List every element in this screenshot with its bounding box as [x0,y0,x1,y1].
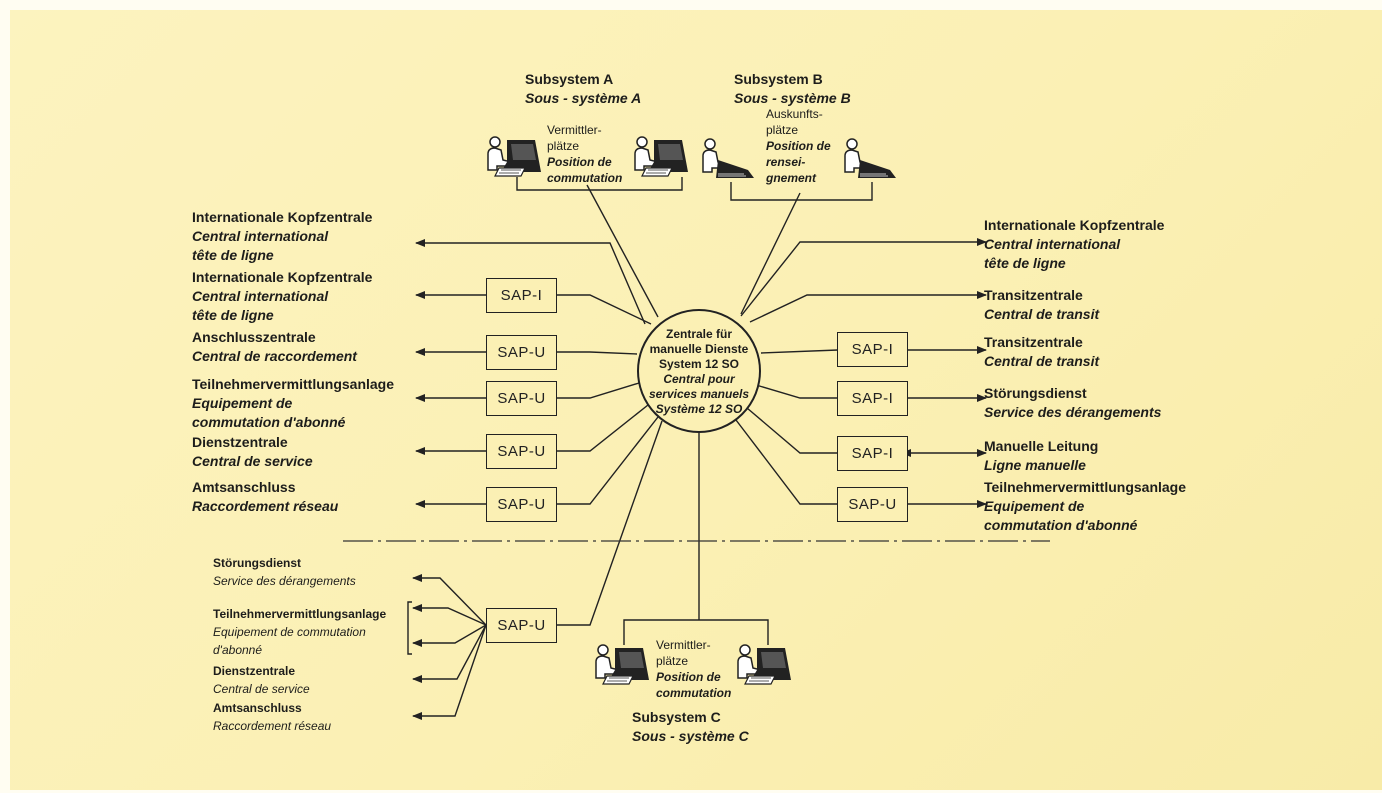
link-subsystem-b [740,192,801,315]
right-destination-6: Teilnehmervermittlungsanlage Equipement … [984,479,1187,533]
operator-terminal-icon [737,644,791,685]
hub-line-4: Central pour [663,372,735,386]
subsystem-a-positions-label: Vermittler- plätze Position de commutati… [547,123,623,185]
left-destination-3: Anschlusszentrale Central de raccordemen… [192,329,357,364]
left-destination-6: Amtsanschluss Raccordement réseau [192,479,339,514]
hub-line-3: System 12 SO [658,357,740,371]
subsystem-b-positions-label: Auskunfts- plätze Position de rensei- gn… [766,107,831,185]
diagram-page: Zentrale für manuelle Dienste System 12 … [10,10,1382,790]
subsystem-c-title: Subsystem C Sous - système C [632,709,749,744]
right-sap-box-4: SAP-U [837,487,908,522]
operator-terminal-icon [595,644,649,685]
hub-line-2: manuelle Dienste [649,342,749,356]
left-sap-box-5: SAP-U [486,487,557,522]
hub-line-1: Zentrale für [665,327,732,341]
left-sap-box-3: SAP-U [486,381,557,416]
right-destination-4: Störungsdienst Service des dérangements [984,385,1162,420]
information-terminal-icon [702,138,754,178]
left-sap-box-2: SAP-U [486,335,557,370]
left-destination-1: Internationale Kopfzentrale Central inte… [192,209,373,263]
left-destination-5: Dienstzentrale Central de service [192,434,313,469]
hub-label: Zentrale für manuelle Dienste System 12 … [627,327,771,417]
right-destination-5: Manuelle Leitung Ligne manuelle [984,438,1099,473]
hub-line-5: services manuels [648,387,750,401]
right-destination-3: Transitzentrale Central de transit [984,334,1100,369]
hub-line-6: Système 12 SO [655,402,743,416]
right-sap-box-3: SAP-I [837,436,908,471]
right-sap-box-2: SAP-I [837,381,908,416]
bottom-sap-box: SAP-U [486,608,557,643]
left-sap-box-4: SAP-U [486,434,557,469]
subsystem-b-title: Subsystem B Sous - système B [734,71,851,106]
subsystem-c-positions-label: Vermittler- plätze Position de commutati… [656,638,732,700]
bottom-destination-4: Amtsanschluss Raccordement réseau [213,701,332,733]
bottom-destination-3: Dienstzentrale Central de service [213,664,310,696]
left-destination-4: Teilnehmervermittlungsanlage Equipement … [192,376,395,430]
subsystem-a-title: Subsystem A Sous - système A [525,71,642,106]
operator-terminal-icon [487,136,541,177]
link-left-1 [415,239,646,325]
left-destination-2: Internationale Kopfzentrale Central inte… [192,269,373,323]
right-sap-box-1: SAP-I [837,332,908,367]
bottom-destination-2: Teilnehmervermittlungsanlage Equipement … [213,607,387,657]
information-terminal-icon [844,138,896,178]
link-subsystem-a [586,184,659,318]
bottom-destination-1: Störungsdienst Service des dérangements [213,556,356,588]
central-exchange-hub [637,309,761,433]
left-sap-box-1: SAP-I [486,278,557,313]
diagram-connections [343,177,1050,720]
operator-terminal-icon [634,136,688,177]
right-destination-2: Transitzentrale Central de transit [984,287,1100,322]
right-destination-1: Internationale Kopfzentrale Central inte… [984,217,1165,271]
